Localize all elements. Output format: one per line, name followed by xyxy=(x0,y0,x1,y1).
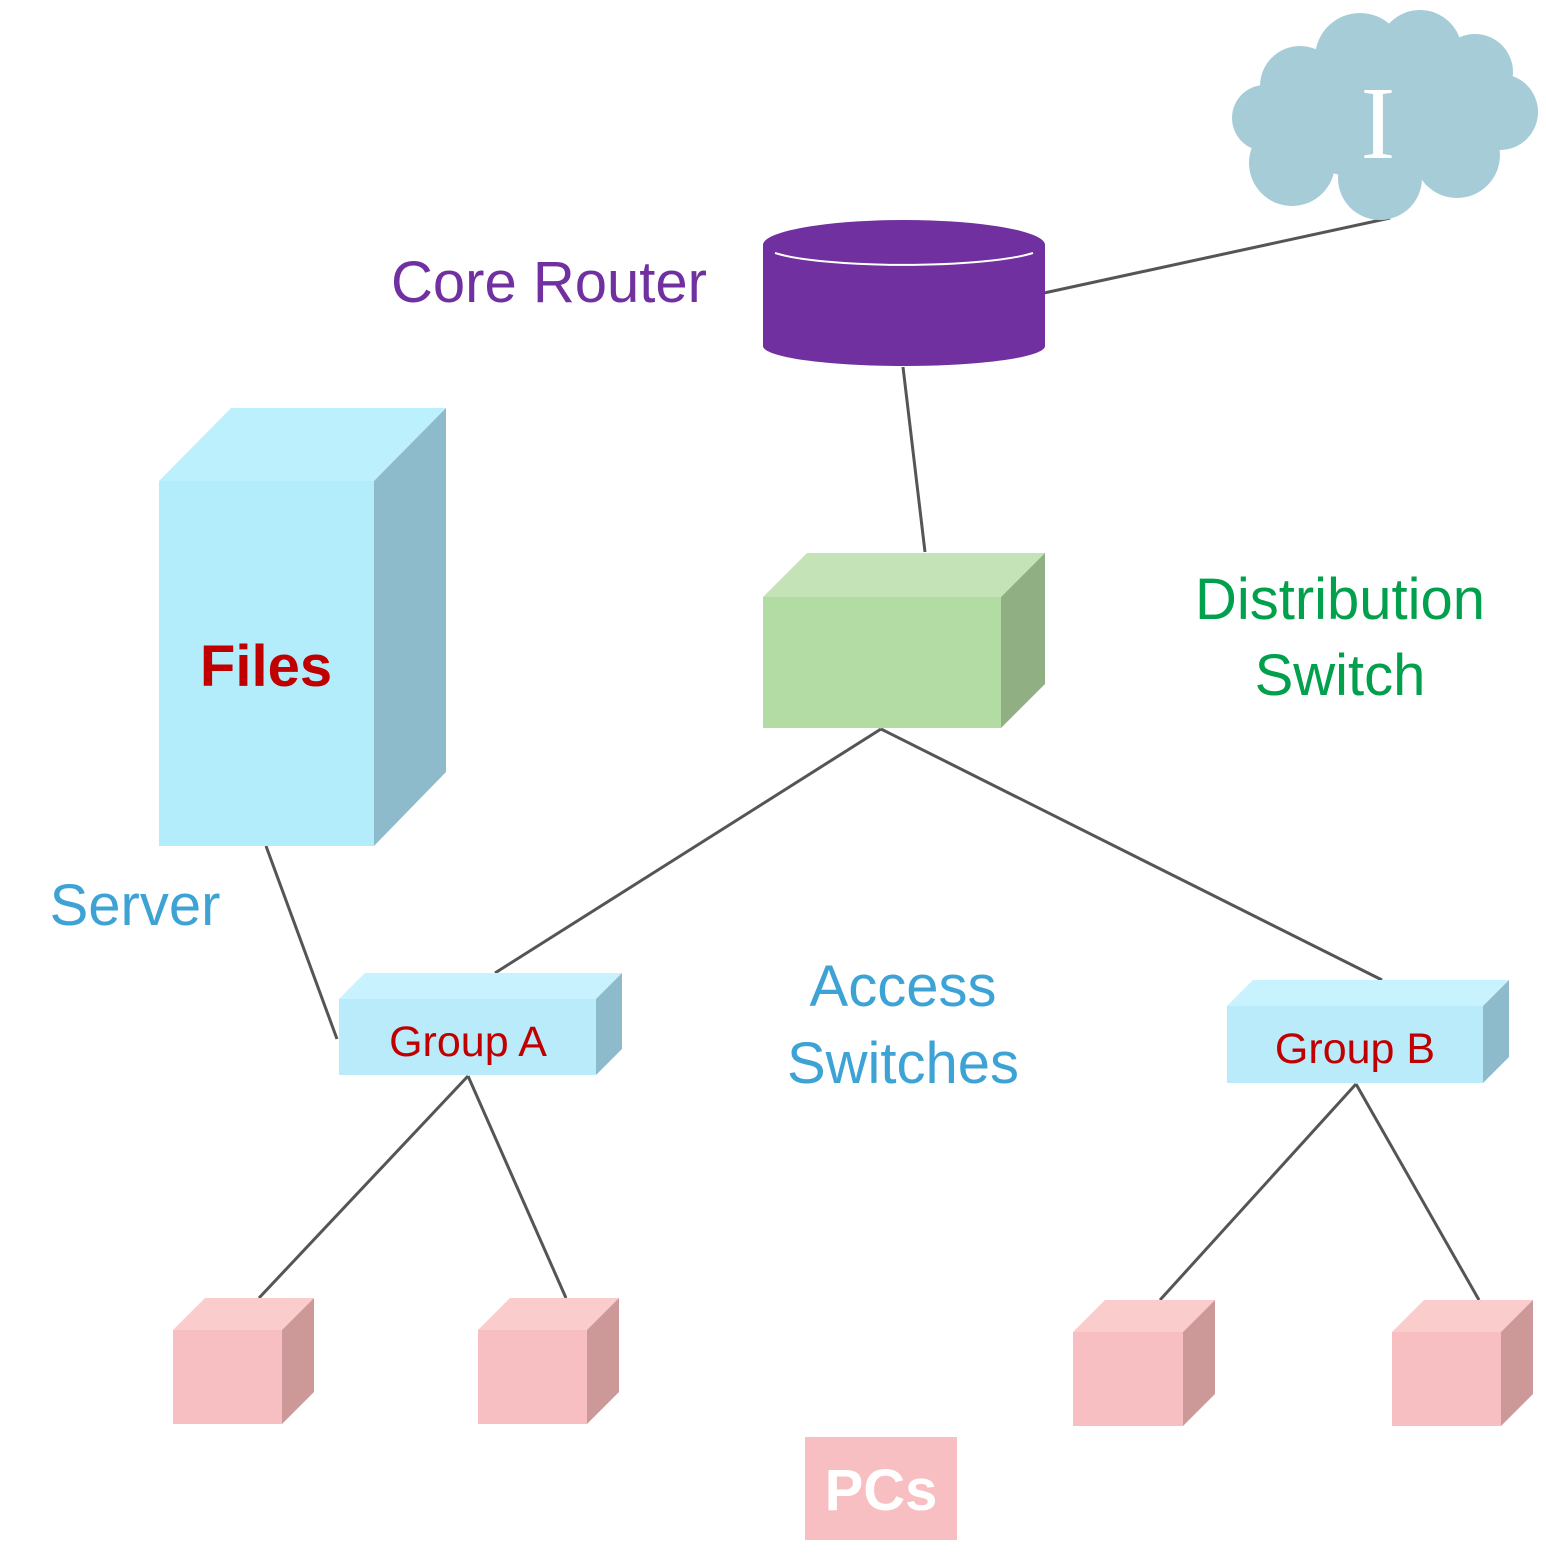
access-switches-label-line1: Access xyxy=(810,954,997,1019)
link-group-b-pc-4 xyxy=(1354,1083,1481,1301)
connection-lines xyxy=(257,216,1481,1302)
link-group-b-pc-3 xyxy=(1158,1082,1358,1302)
link-distribution-group-b xyxy=(880,727,1383,982)
access-switch-group-a-icon xyxy=(339,973,622,1075)
pc-1-icon xyxy=(173,1298,314,1424)
pc-3-icon xyxy=(1073,1300,1215,1426)
link-router-internet xyxy=(1043,216,1391,295)
pcs-label: PCs xyxy=(825,1458,938,1523)
pc-4-icon xyxy=(1392,1300,1533,1426)
core-router-label: Core Router xyxy=(391,250,707,315)
access-switch-group-b-icon xyxy=(1227,980,1509,1083)
server-tower-icon xyxy=(159,408,446,846)
group-a-label: Group A xyxy=(389,1018,547,1066)
distribution-switch-label-line1: Distribution xyxy=(1195,567,1485,632)
link-group-a-pc-2 xyxy=(466,1075,568,1299)
group-b-label: Group B xyxy=(1275,1025,1435,1073)
server-box-label: Files xyxy=(200,634,332,699)
pc-2-icon xyxy=(478,1298,619,1424)
pcs-label-box xyxy=(805,1437,957,1540)
link-server-group-a xyxy=(264,845,339,1040)
server-label: Server xyxy=(50,873,221,938)
internet-cloud-icon: I xyxy=(1232,10,1538,220)
distribution-switch-icon xyxy=(763,553,1045,728)
access-switches-label-line2: Switches xyxy=(787,1031,1019,1096)
link-distribution-group-a xyxy=(494,727,882,975)
core-router-icon xyxy=(763,220,1045,366)
internet-symbol: I xyxy=(1361,66,1396,181)
link-router-distribution xyxy=(901,366,927,553)
distribution-switch-label-line2: Switch xyxy=(1255,643,1426,708)
link-group-a-pc-1 xyxy=(257,1074,470,1300)
